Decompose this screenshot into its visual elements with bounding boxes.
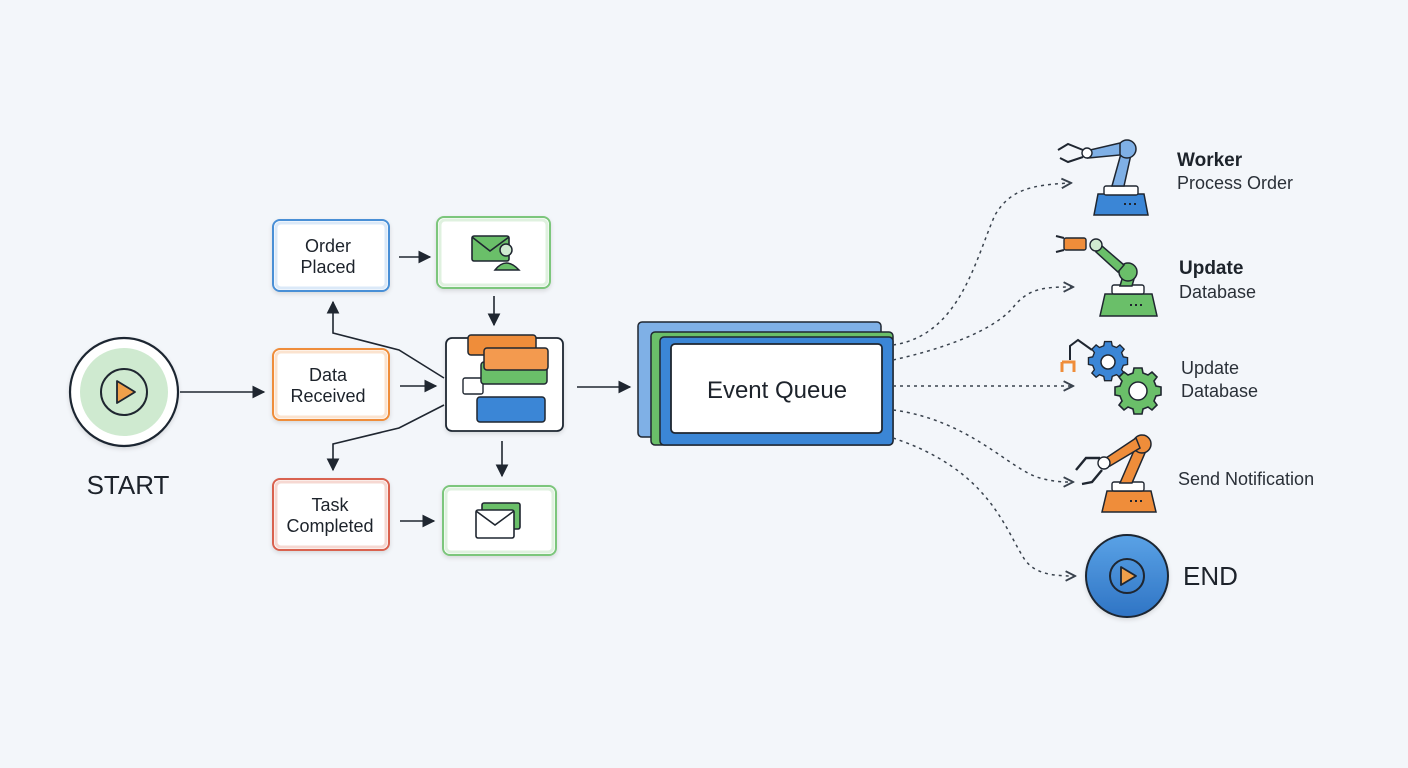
- start-label: START: [87, 470, 170, 500]
- end-label: END: [1183, 561, 1238, 591]
- start-node[interactable]: [68, 336, 180, 448]
- router-box[interactable]: [445, 334, 564, 432]
- worker-update-database[interactable]: Update Database: [1055, 235, 1256, 317]
- play-icon-end: [1109, 558, 1145, 594]
- worker-1-subtitle: Process Order: [1177, 173, 1293, 193]
- order-placed-line1: Order: [305, 236, 351, 256]
- message-box-top[interactable]: [436, 216, 551, 289]
- robot-arm-green-icon: [1055, 235, 1158, 317]
- task-completed-line2: Completed: [286, 516, 373, 536]
- event-box-data-received[interactable]: Data Received: [272, 348, 390, 421]
- event-box-order-placed[interactable]: Order Placed: [272, 219, 390, 292]
- message-box-bottom[interactable]: [442, 485, 557, 556]
- worker-3-subtitle-line1: Update: [1181, 358, 1239, 378]
- stack-icon: [462, 334, 549, 423]
- worker-4-subtitle: Send Notification: [1178, 469, 1314, 489]
- robot-arm-blue-icon: [1057, 139, 1149, 216]
- event-queue-label: Event Queue: [707, 377, 847, 404]
- end-node[interactable]: [1085, 534, 1169, 618]
- gears-icon: [1060, 338, 1162, 415]
- worker-2-subtitle: Database: [1179, 282, 1256, 302]
- worker-2-title: Update: [1179, 258, 1243, 279]
- worker-update-database-gears[interactable]: Update Database: [1060, 338, 1258, 415]
- envelope-user-icon: [471, 235, 521, 271]
- worker-send-notification[interactable]: Send Notification: [1075, 434, 1314, 513]
- worker-3-subtitle-line2: Database: [1181, 381, 1258, 401]
- worker-1-title: Worker: [1177, 150, 1243, 171]
- worker-process-order[interactable]: Worker Process Order: [1057, 139, 1293, 216]
- play-icon: [100, 368, 148, 416]
- order-placed-line2: Placed: [300, 257, 355, 277]
- event-queue[interactable]: Event Queue: [637, 321, 894, 446]
- event-box-task-completed[interactable]: Task Completed: [272, 478, 390, 551]
- data-received-line1: Data: [309, 365, 348, 385]
- data-received-line2: Received: [290, 386, 365, 406]
- robot-arm-orange-icon: [1075, 434, 1157, 513]
- envelope-icon: [475, 502, 521, 539]
- task-completed-line1: Task: [311, 495, 349, 515]
